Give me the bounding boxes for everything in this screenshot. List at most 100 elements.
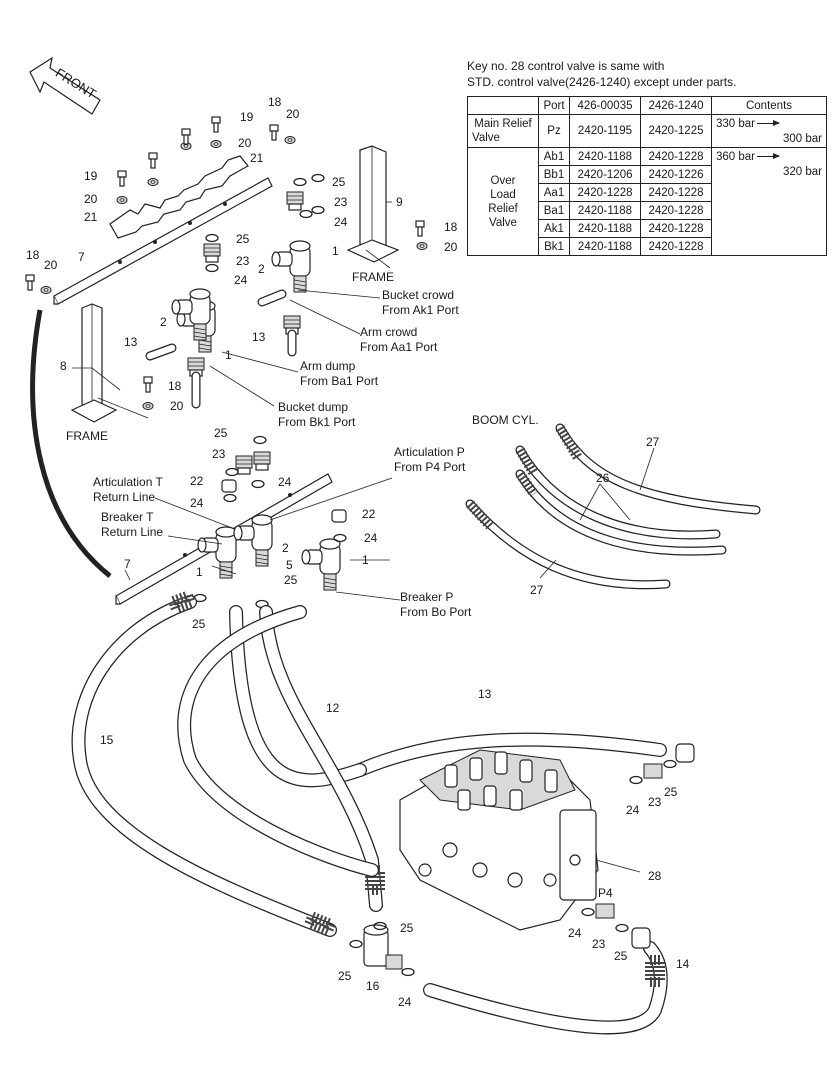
- callout: 7: [78, 250, 85, 264]
- callout: 20: [84, 192, 98, 206]
- callout: 18: [168, 379, 182, 393]
- callout: 2: [258, 262, 265, 276]
- upper-bracket: [53, 177, 273, 305]
- callout: 18: [26, 248, 40, 262]
- arrow-icon: [757, 120, 781, 126]
- callout: 13: [124, 335, 138, 349]
- elbow-fitting: [233, 514, 273, 567]
- o-ring: [293, 177, 307, 187]
- boom-cyl-tubes: [465, 423, 761, 590]
- articulation-t-line: Return Line: [93, 490, 155, 504]
- o-ring: [333, 533, 347, 543]
- arm-crowd-label: Arm crowd: [360, 325, 417, 339]
- control-valve: [399, 749, 599, 931]
- callout: 24: [568, 926, 582, 940]
- o-ring: [205, 263, 219, 273]
- bolt: [25, 274, 35, 291]
- washer: [210, 140, 222, 148]
- bolt: [117, 170, 127, 187]
- main-relief-to: 300 bar: [782, 133, 822, 145]
- arm-crowd-port: From Aa1 Port: [360, 340, 438, 354]
- plug: [221, 479, 347, 523]
- callout: 20: [170, 399, 184, 413]
- callout: 26: [596, 471, 610, 485]
- callout: 25: [236, 232, 250, 246]
- bolt: [211, 116, 221, 133]
- elbow-fitting: [271, 240, 311, 293]
- callout: 1: [225, 348, 232, 362]
- adapter-fitting: [253, 451, 271, 471]
- table-header-row: Port 426-00035 2426-1240 Contents: [467, 96, 827, 115]
- main-relief-from: 330 bar: [716, 118, 756, 130]
- key-note: Key no. 28 control valve is same with ST…: [467, 58, 736, 90]
- o-ring: [311, 205, 325, 215]
- articulation-p-label: Articulation P: [394, 445, 465, 459]
- callout: 22: [190, 474, 204, 488]
- arm-dump-label: Arm dump: [300, 359, 356, 373]
- callout: 13: [478, 687, 492, 701]
- callout: 23: [212, 447, 226, 461]
- callout: 24: [278, 475, 292, 489]
- key-note-line1: Key no. 28 control valve is same with: [467, 59, 665, 73]
- overload-port: Bk1: [538, 237, 570, 256]
- main-relief-std-part: 2420-1225: [640, 114, 712, 148]
- arrow-icon: [757, 153, 781, 159]
- callout: 21: [250, 151, 264, 165]
- overload-from: 360 bar: [716, 151, 756, 163]
- breaker-t-line: Return Line: [101, 525, 163, 539]
- callout: 23: [236, 254, 250, 268]
- tee-fitting-16: [349, 921, 415, 977]
- frame-label: FRAME: [66, 429, 108, 443]
- callout: 25: [192, 617, 206, 631]
- articulation-t-label: Articulation T: [93, 475, 163, 489]
- hose-14: [423, 941, 668, 1035]
- callout: 23: [648, 795, 662, 809]
- callout: 14: [676, 957, 690, 971]
- callout: 12: [326, 701, 340, 715]
- callout: 25: [338, 969, 352, 983]
- callout: 18: [444, 220, 458, 234]
- breaker-t-label: Breaker T: [101, 510, 154, 524]
- callout: 24: [334, 215, 348, 229]
- main-relief-port: Pz: [538, 114, 570, 148]
- bolt: [269, 124, 279, 141]
- washer: [284, 136, 296, 144]
- overload-new-part: 2420-1228: [569, 183, 641, 202]
- callout: 25: [664, 785, 678, 799]
- callout: 18: [268, 95, 282, 109]
- washer: [116, 196, 128, 204]
- main-relief-contents: 330 bar 300 bar: [711, 114, 827, 148]
- callout: 20: [238, 136, 252, 150]
- hose-loop: [177, 605, 379, 877]
- callout: 24: [626, 803, 640, 817]
- callout: 2: [282, 541, 289, 555]
- hose-13-long: [229, 605, 667, 788]
- boom-cyl-label: BOOM CYL.: [472, 413, 539, 427]
- callout: 9: [396, 195, 403, 209]
- overload-new-part: 2420-1206: [569, 165, 641, 184]
- callout-numbers: 18 19 20 20 21 19 20 21 25 23 24 9 18 20…: [26, 95, 690, 1009]
- clamp-upper: [109, 155, 249, 239]
- breaker-p-port: From Bo Port: [400, 605, 472, 619]
- key-note-line2: STD. control valve(2426-1240) except und…: [467, 75, 737, 89]
- table-row: Ak1 2420-1188 2420-1228: [468, 219, 827, 238]
- washer: [40, 286, 52, 294]
- overload-new-part: 2420-1188: [569, 201, 641, 220]
- overload-std-part: 2420-1228: [640, 201, 712, 220]
- p4-label: P4: [598, 886, 613, 900]
- callout: 24: [234, 273, 248, 287]
- bolt: [415, 220, 425, 237]
- overload-new-part: 2420-1188: [569, 219, 641, 238]
- callout: 20: [44, 258, 58, 272]
- callout: 5: [286, 558, 293, 572]
- callout: 20: [286, 107, 300, 121]
- adapter-fitting: [286, 191, 304, 211]
- o-ring: [251, 479, 265, 489]
- bucket-crowd-label: Bucket crowd: [382, 288, 454, 302]
- washer: [416, 242, 428, 250]
- callout: 19: [84, 169, 98, 183]
- o-ring: [223, 493, 237, 503]
- overload-port: Aa1: [538, 183, 570, 202]
- elbow-fitting: [301, 538, 341, 591]
- leader-lines-lower: [124, 477, 401, 601]
